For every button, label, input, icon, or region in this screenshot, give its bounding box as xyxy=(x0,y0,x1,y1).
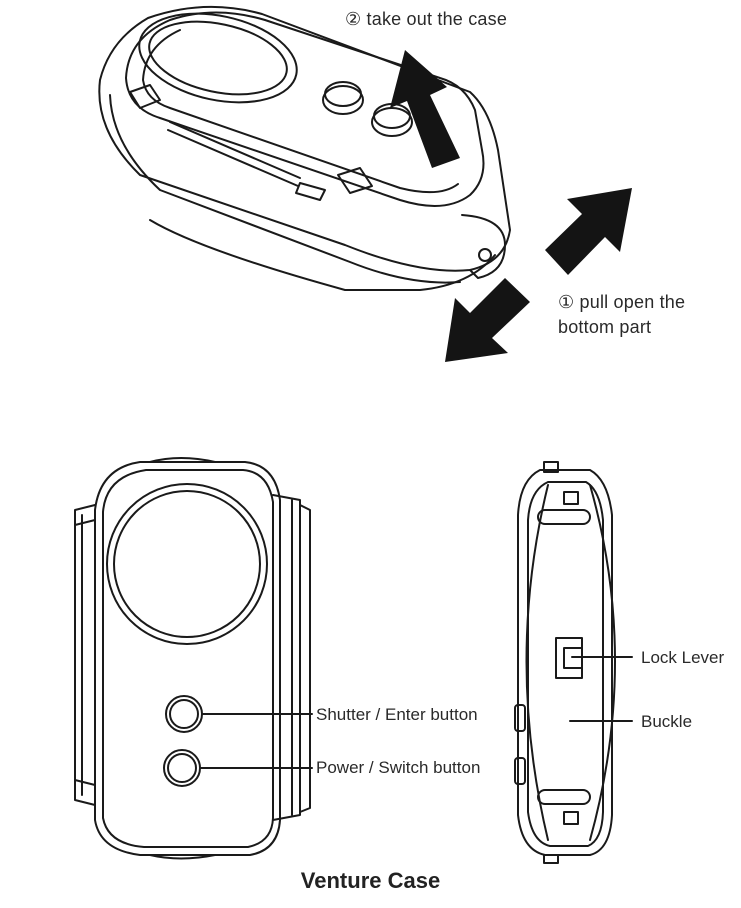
take-out-step-label: ② take out the case xyxy=(345,9,508,29)
shutter-button-label: Shutter / Enter button xyxy=(316,705,478,724)
power-button-label: Power / Switch button xyxy=(316,758,481,777)
diagram-title: Venture Case xyxy=(300,868,441,893)
buckle-label: Buckle xyxy=(641,712,693,731)
case-front-view xyxy=(74,457,311,860)
pull-open-step-label-line2: bottom part xyxy=(558,317,652,337)
take-out-arrow xyxy=(390,50,460,168)
pull-open-step-label-line1: ① pull open the xyxy=(558,292,686,312)
case-side-view xyxy=(514,461,616,864)
pull-open-arrow-down-left xyxy=(445,278,530,362)
pull-open-arrow-up-right xyxy=(545,188,632,275)
lock-lever-label: Lock Lever xyxy=(641,648,725,667)
